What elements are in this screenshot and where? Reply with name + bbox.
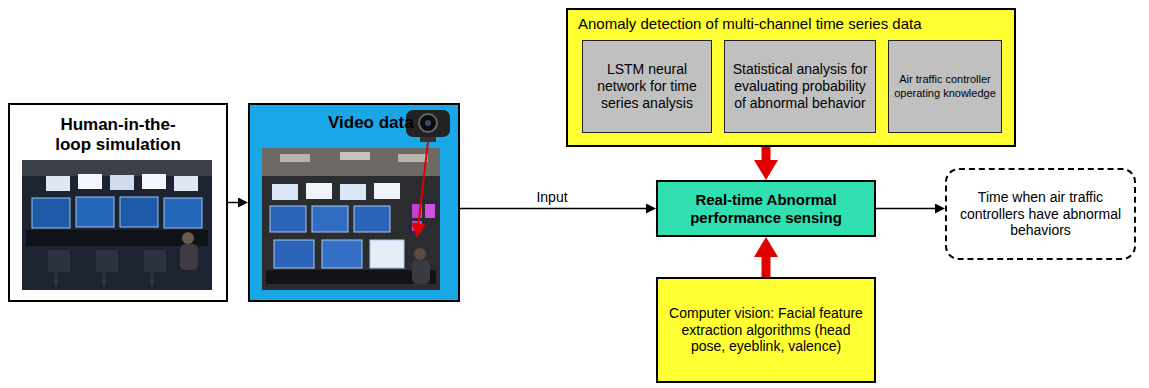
video-photo-part: [262, 148, 440, 176]
simulation-photo: [22, 160, 212, 290]
block-arrow: [762, 249, 771, 277]
video-photo-part: [272, 184, 298, 200]
camera-icon: [406, 110, 450, 142]
simulation-photo-part: [48, 250, 166, 272]
flow-arrow: [228, 202, 242, 204]
video-photo-part: [374, 183, 400, 199]
video-photo-part: [274, 240, 314, 268]
simulation-photo-part: [110, 175, 134, 190]
node-text: Real-time Abnormal performance sensing: [664, 191, 868, 227]
node-text: Time when air traffic controllers have a…: [957, 189, 1124, 239]
camera-icon-part: [425, 120, 431, 126]
simulation-photo-part: [164, 198, 202, 228]
simulation-photo-part: [142, 174, 166, 189]
block-arrow: [762, 147, 771, 168]
video-photo-part: [340, 152, 370, 160]
video-photo-part: [414, 248, 426, 260]
camera-pointer: [417, 142, 428, 236]
video-photo: [262, 148, 440, 290]
flow-arrow: [876, 208, 939, 210]
group-box: Anomaly detection of multi-channel time …: [566, 8, 1016, 147]
camera-icon-part: [406, 110, 450, 137]
video-photo-part: [370, 240, 404, 268]
video-photo-part: [398, 154, 428, 162]
video-photo-part: [262, 148, 440, 290]
simulation-photo-part: [76, 197, 114, 227]
node-text: Air traffic controller operating knowled…: [894, 73, 996, 99]
video-photo-part: [270, 206, 306, 232]
simulation-photo-part: [174, 176, 198, 191]
node-text: Human-in-the-loop simulation: [43, 115, 193, 156]
video-photo-part: [354, 206, 390, 232]
simulation-photo-part: [182, 232, 194, 244]
node-text: LSTM neural network for time series anal…: [588, 61, 706, 111]
flow-arrow: [460, 208, 650, 210]
simulation-photo-part: [56, 272, 152, 286]
method-box: Air traffic controller operating knowled…: [888, 40, 1002, 133]
node-text: Computer vision: Facial feature extracti…: [666, 305, 866, 355]
video-photo-part: [340, 184, 366, 200]
node-text: Anomaly detection of multi-channel time …: [578, 15, 922, 33]
camera-icon-part: [419, 114, 437, 132]
video-photo-part: [306, 183, 332, 199]
simulation-photo-part: [22, 160, 212, 176]
video-photo-part: [322, 240, 362, 268]
simulation-photo-part: [26, 230, 208, 246]
edge-label: Input: [534, 189, 569, 205]
simulation-photo-part: [32, 198, 70, 228]
simulation-photo-part: [46, 176, 70, 191]
process-box: Real-time Abnormal performance sensing: [656, 180, 876, 237]
simulation-photo-part: [22, 160, 212, 290]
video-photo-part: [425, 204, 435, 218]
video-photo-part: [280, 154, 310, 162]
output-box: Time when air traffic controllers have a…: [945, 168, 1136, 260]
video-photo-part: [412, 260, 430, 284]
method-box: Statistical analysis for evaluating prob…: [724, 40, 876, 133]
process-box: Computer vision: Facial feature extracti…: [656, 277, 876, 383]
simulation-photo-part: [120, 197, 158, 227]
simulation-photo-part: [180, 244, 198, 270]
video-photo-part: [312, 206, 348, 232]
edge-label-holder: Input: [534, 188, 569, 206]
node-text: Video data: [328, 113, 414, 133]
video-photo-part: [266, 270, 436, 284]
method-box: LSTM neural network for time series anal…: [582, 40, 712, 133]
node-text: Statistical analysis for evaluating prob…: [730, 61, 870, 111]
simulation-photo-part: [78, 174, 102, 189]
